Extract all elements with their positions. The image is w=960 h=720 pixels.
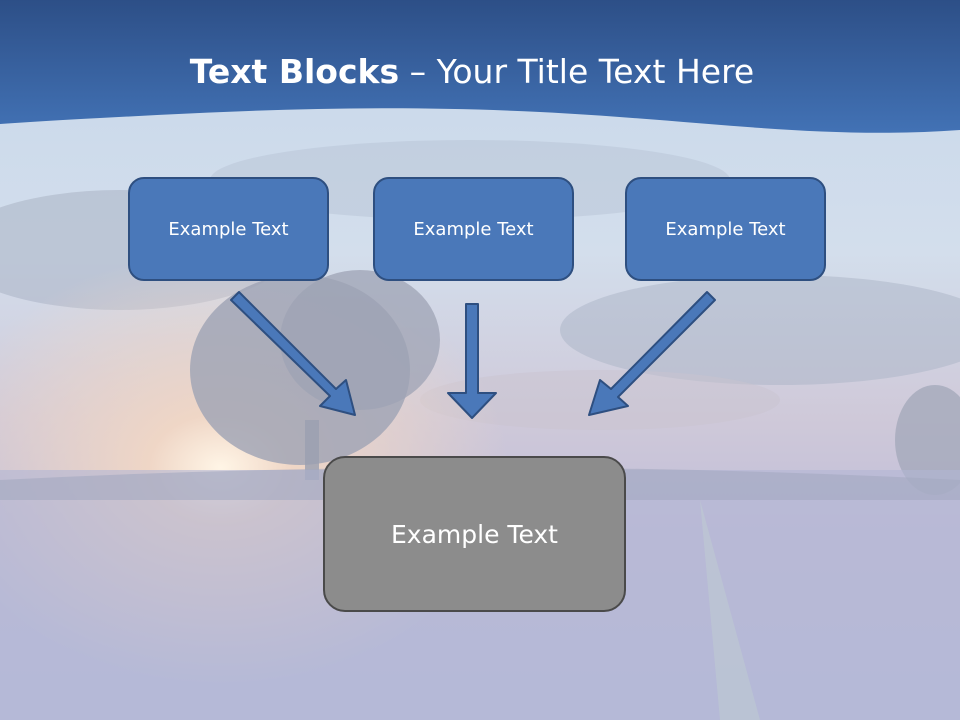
slide-title: Text Blocks – Your Title Text Here (0, 52, 944, 91)
example-text-box-2: Example Text (373, 177, 574, 281)
arrow-left (230, 291, 356, 416)
arrow-center (447, 303, 497, 419)
title-rest: – Your Title Text Here (399, 52, 755, 91)
example-text-box-1: Example Text (128, 177, 329, 281)
target-text-box: Example Text (323, 456, 626, 612)
example-text-box-3: Example Text (625, 177, 826, 281)
arrow-right (588, 291, 716, 416)
title-bold: Text Blocks (189, 52, 400, 91)
